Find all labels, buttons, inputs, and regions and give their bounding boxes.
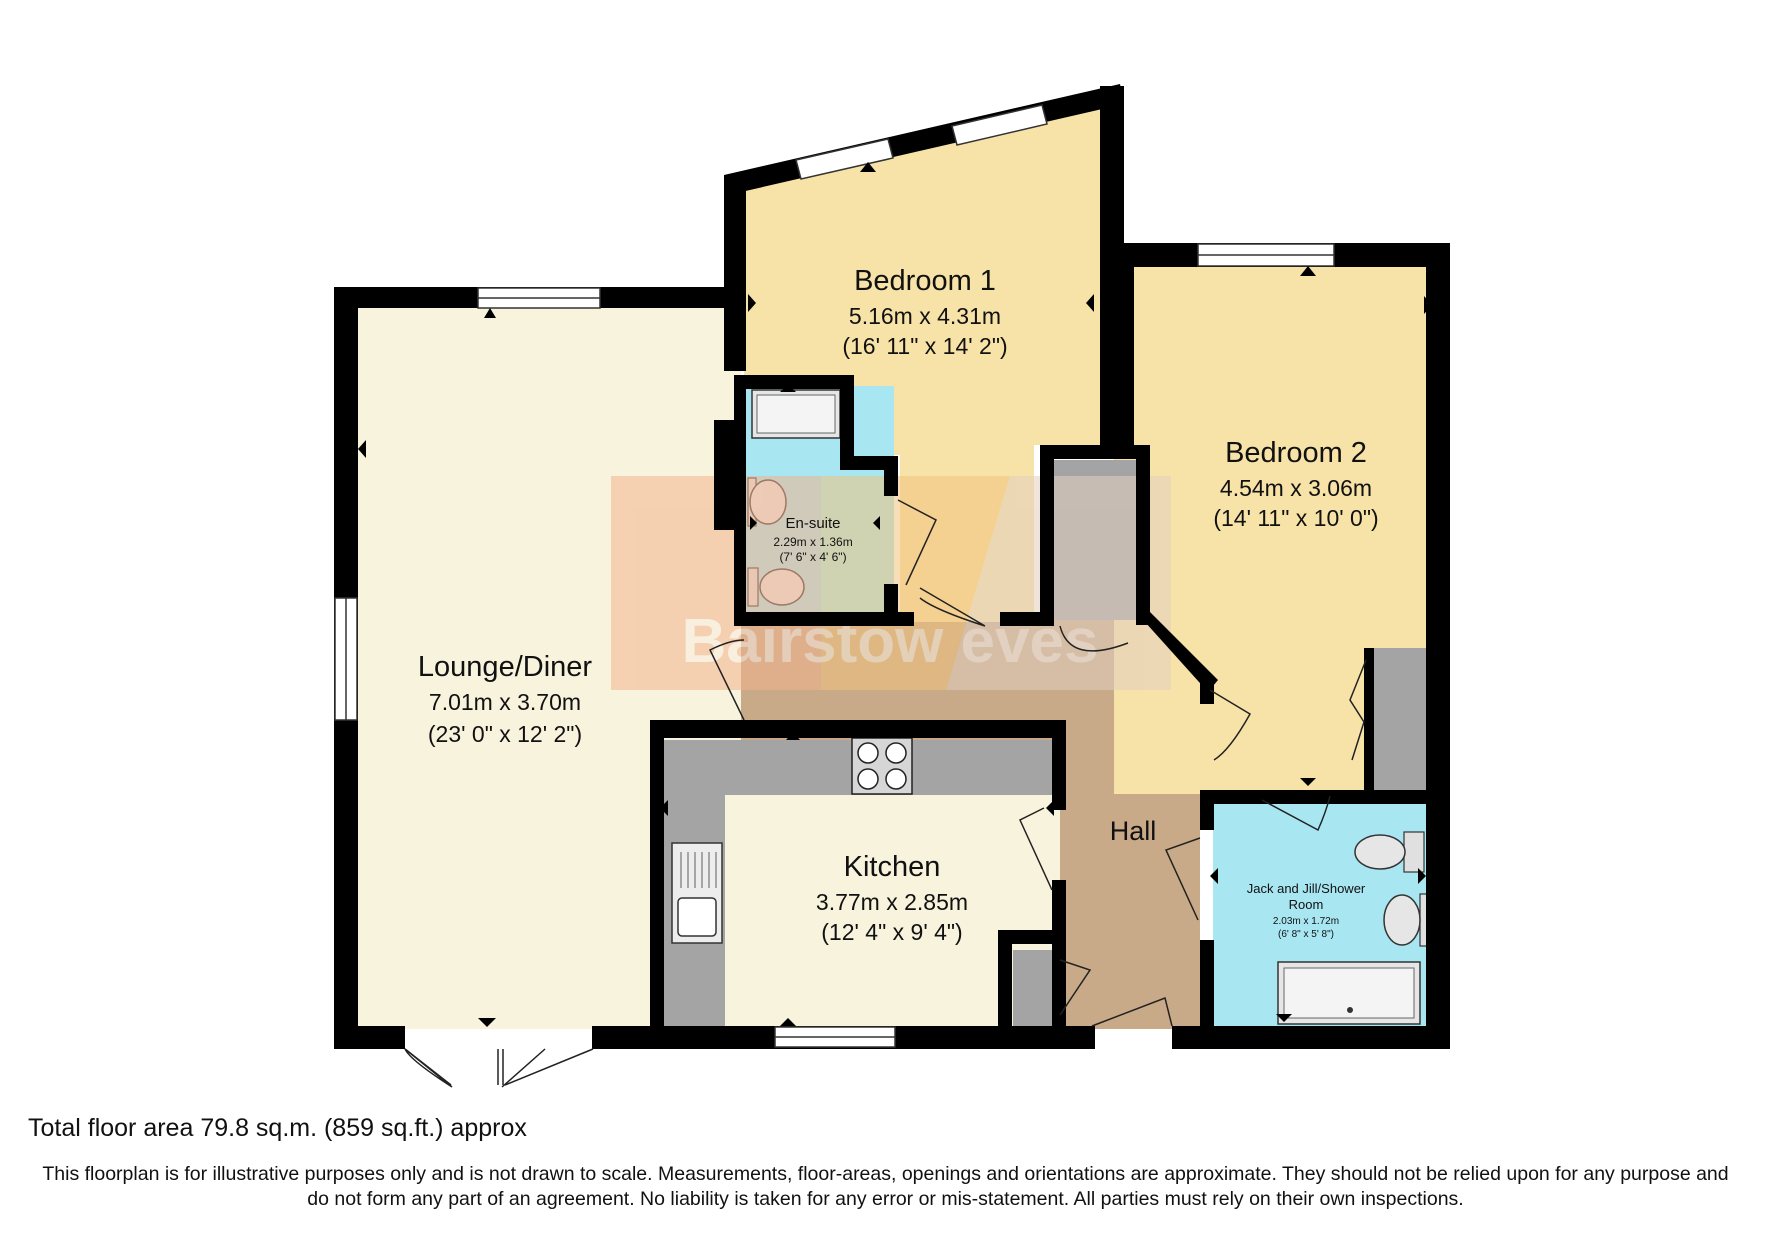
kitchen-name: Kitchen [844,851,941,883]
shower-room-metric: 2.03m x 1.72m [1273,916,1339,927]
hob-icon [851,737,913,795]
shower-room-imperial: (6' 8" x 5' 8") [1278,929,1334,940]
lounge-diner-name: Lounge/Diner [418,651,592,683]
watermark-logo: Bairstow eves [611,476,1171,690]
lounge-diner-metric: 7.01m x 3.70m [429,689,581,715]
bedroom-1-name: Bedroom 1 [854,265,996,297]
ensuite-label: En-suite 2.29m x 1.36m (7' 6" x 4' 6") [773,515,852,564]
bedroom-2-metric: 4.54m x 3.06m [1220,475,1372,501]
bedroom-2-wardrobe [1370,648,1434,794]
ensuite-name: En-suite [785,515,840,532]
bedroom-1-imperial: (16' 11" x 14' 2") [842,333,1007,359]
bedroom-2-label: Bedroom 2 4.54m x 3.06m (14' 11" x 10' 0… [1213,437,1378,531]
hall-name: Hall [1110,816,1157,846]
sink-icon [671,842,723,944]
ensuite-imperial: (7' 6" x 4' 6") [779,550,846,564]
windows [334,104,1335,1048]
shower-room-label: Jack and Jill/Shower Room 2.03m x 1.72m … [1247,881,1366,940]
kitchen-metric: 3.77m x 2.85m [816,889,968,915]
total-floor-area: Total floor area 79.8 sq.m. (859 sq.ft.)… [28,1114,527,1142]
bedroom-1-metric: 5.16m x 4.31m [849,303,1001,329]
disclaimer-text: This floorplan is for illustrative purpo… [42,1163,1729,1210]
bedroom-1-label: Bedroom 1 5.16m x 4.31m (16' 11" x 14' 2… [842,265,1007,359]
orientation-arrows [358,162,1432,1027]
bedroom-2-imperial: (14' 11" x 10' 0") [1213,505,1378,531]
shower-room-toilet-icon [1354,831,1425,873]
ensuite-metric: 2.29m x 1.36m [773,535,852,549]
lounge-diner-imperial: (23' 0" x 12' 2") [428,721,582,747]
shower-tray-icon [1277,961,1421,1025]
bedroom-2-name: Bedroom 2 [1225,437,1367,469]
kitchen-label: Kitchen 3.77m x 2.85m (12' 4" x 9' 4") [816,851,968,945]
walls [334,84,1450,1049]
kitchen-cupboard [1013,950,1057,1028]
doors [404,499,1367,1088]
kitchen-imperial: (12' 4" x 9' 4") [821,919,962,945]
lounge-diner-label: Lounge/Diner 7.01m x 3.70m (23' 0" x 12'… [418,651,592,747]
shower-room-name-line1: Jack and Jill/Shower [1247,881,1366,896]
shower-room-name-line2: Room [1289,897,1324,912]
ensuite-shower-tray-icon [751,389,841,439]
shower-room-basin-icon [1383,893,1431,947]
